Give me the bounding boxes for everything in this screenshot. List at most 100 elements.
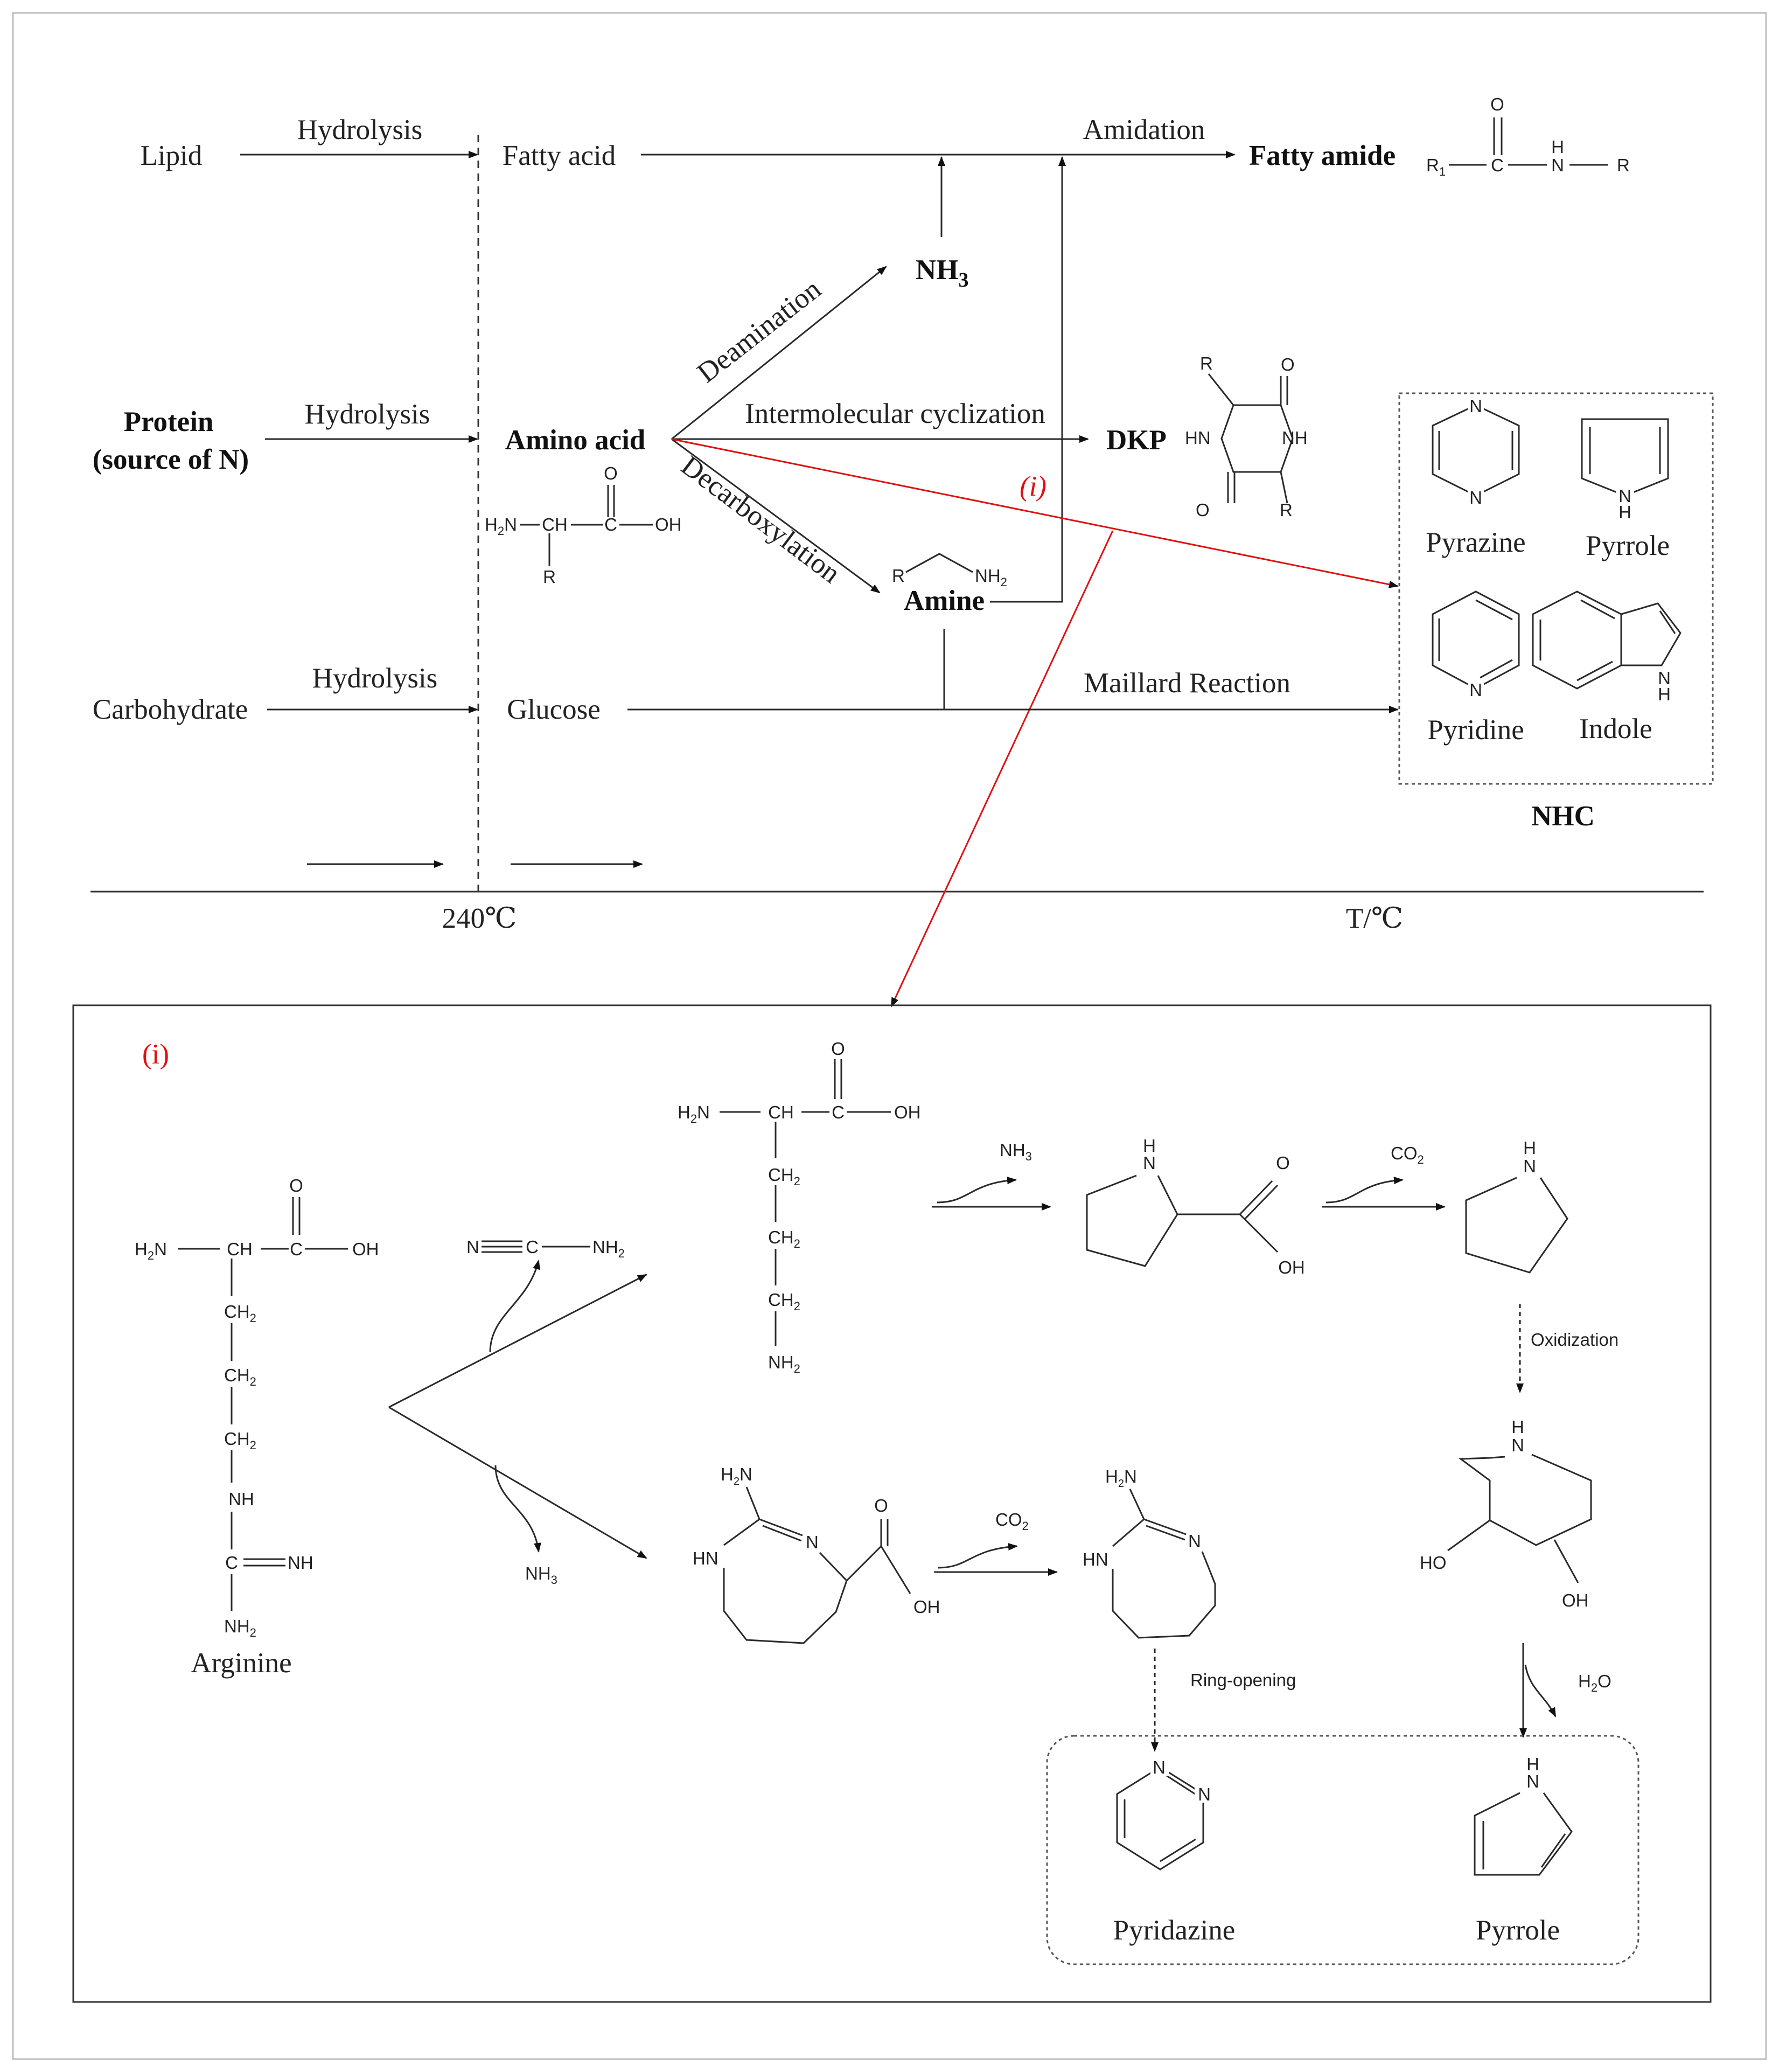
svg-text:H: H	[1526, 1754, 1539, 1774]
svg-text:R: R	[1617, 155, 1630, 175]
arginine-label: Arginine	[191, 1647, 291, 1679]
arrow-release-cyanamide	[489, 1260, 540, 1353]
svg-text:N: N	[1526, 1771, 1539, 1791]
arrow-amine-to-amidation	[990, 156, 1066, 603]
svg-text:CH: CH	[542, 514, 568, 534]
svg-text:N: N	[1469, 680, 1482, 700]
label-decarboxylation: Decarboxylation	[675, 450, 846, 589]
svg-text:CH2: CH2	[768, 1165, 800, 1188]
svg-text:H: H	[1658, 684, 1671, 704]
arrow-release-h2o	[1524, 1664, 1557, 1718]
label-hydrolysis-protein: Hydrolysis	[305, 399, 430, 430]
svg-text:N: N	[806, 1532, 819, 1552]
label-oxidization: Oxidization	[1531, 1330, 1618, 1350]
svg-text:CH2: CH2	[224, 1302, 256, 1325]
proline-structure: H N O OH	[1086, 1136, 1305, 1277]
svg-text:HN: HN	[693, 1548, 718, 1568]
pyrrolidine-structure: H N	[1465, 1138, 1568, 1274]
svg-text:N: N	[1469, 396, 1482, 416]
svg-text:OH: OH	[913, 1597, 940, 1617]
detail-box	[72, 1004, 1712, 2003]
indole-structure: N H Indole	[1532, 590, 1682, 745]
released-nh3-top: NH3	[1000, 1140, 1032, 1163]
svg-text:R: R	[543, 567, 556, 587]
svg-text:NH: NH	[1282, 428, 1308, 448]
pyrrole-structure: N H Pyrrole	[1581, 418, 1670, 561]
pyridine-structure: N Pyridine	[1427, 590, 1524, 746]
pyrrole-label-bottom: Pyrrole	[1476, 1915, 1560, 1946]
temp-mark-240: 240℃	[442, 903, 517, 934]
svg-text:O: O	[1196, 500, 1210, 520]
amine-structure: R NH2	[892, 553, 1007, 589]
pyridazine-structure: N N Pyridazine	[1113, 1757, 1235, 1946]
indole-label: Indole	[1579, 713, 1652, 745]
released-co2-bottom: CO2	[995, 1510, 1029, 1533]
label-maillard: Maillard Reaction	[1084, 668, 1290, 699]
svg-text:NH: NH	[228, 1489, 254, 1509]
svg-text:R: R	[1200, 353, 1213, 373]
cyclic-acid-structure: H2N HN N O OH	[693, 1464, 940, 1644]
svg-text:H: H	[1618, 502, 1631, 522]
svg-text:CH: CH	[768, 1102, 794, 1122]
arrow-arginine-to-ornithine	[388, 1274, 647, 1408]
arrow-arginine-to-cyclic	[388, 1406, 647, 1559]
svg-text:C: C	[832, 1102, 845, 1122]
released-nh3-bottom: NH3	[525, 1563, 557, 1587]
svg-text:R: R	[1280, 500, 1293, 520]
svg-text:OH: OH	[894, 1102, 921, 1122]
arrow-release-co2-bottom	[938, 1543, 1018, 1569]
arrow-route-i-detail	[890, 530, 1114, 1007]
pyridine-label: Pyridine	[1427, 714, 1524, 746]
pyrazine-label: Pyrazine	[1426, 527, 1525, 558]
amino-acid: Amino acid	[505, 425, 646, 456]
svg-text:H2N: H2N	[1105, 1466, 1137, 1490]
arrow-deamination	[671, 266, 887, 440]
svg-text:N: N	[1469, 488, 1482, 507]
released-h2o: H2O	[1578, 1671, 1611, 1694]
svg-text:NH2: NH2	[224, 1616, 256, 1639]
svg-text:NH: NH	[288, 1553, 313, 1573]
label-hydrolysis-carb: Hydrolysis	[312, 663, 438, 694]
source-protein-note: (source of N)	[93, 444, 249, 475]
source-protein: Protein	[124, 406, 214, 437]
svg-text:C: C	[225, 1553, 238, 1573]
svg-text:C: C	[290, 1239, 303, 1259]
source-carbohydrate: Carbohydrate	[93, 694, 248, 725]
svg-text:O: O	[874, 1496, 888, 1515]
arrow-release-nh3-top	[937, 1177, 1017, 1204]
svg-text:H: H	[1551, 137, 1564, 157]
dkp-structure: R O HN NH O R	[1185, 353, 1308, 520]
svg-text:N: N	[1511, 1435, 1524, 1455]
ornithine-structure: O H2N CH C OH CH2 CH2 CH2 NH2	[678, 1039, 921, 1375]
svg-text:N: N	[466, 1237, 479, 1257]
label-amidation: Amidation	[1083, 114, 1205, 145]
amino-acid-structure: O H2N CH C OH R	[485, 463, 682, 587]
pyrrole-product-structure: H N Pyrrole	[1474, 1754, 1573, 1946]
svg-text:O: O	[289, 1176, 303, 1195]
label-intermolecular: Intermolecular cyclization	[745, 398, 1045, 429]
svg-text:H: H	[1523, 1138, 1536, 1158]
cyclic-guanidine-structure: H2N HN N	[1083, 1466, 1216, 1639]
svg-text:OH: OH	[1278, 1257, 1305, 1277]
pyrazine-structure: N N Pyrazine	[1426, 396, 1526, 558]
dkp: DKP	[1106, 425, 1167, 456]
svg-text:HN: HN	[1185, 428, 1211, 448]
arrow-release-nh3	[494, 1465, 541, 1553]
svg-text:O: O	[604, 463, 618, 483]
svg-text:N: N	[1618, 486, 1631, 506]
svg-text:O: O	[1276, 1153, 1290, 1173]
svg-text:N: N	[1523, 1156, 1536, 1176]
svg-text:O: O	[1490, 94, 1504, 114]
svg-text:H2N: H2N	[135, 1239, 167, 1262]
svg-text:CH2: CH2	[224, 1365, 256, 1388]
label-route-i: (i)	[1020, 471, 1047, 502]
svg-text:H2N: H2N	[678, 1102, 710, 1125]
arrow-route-i-nhc	[671, 438, 1399, 588]
label-ring-opening: Ring-opening	[1190, 1670, 1296, 1690]
outer-frame	[12, 12, 1767, 2060]
svg-text:NH2: NH2	[975, 566, 1007, 589]
detail-panel: (i) O H2N CH C OH CH2 CH2 CH2 NH C NH NH	[72, 1004, 1712, 2003]
arrow-release-co2-top	[1325, 1177, 1404, 1204]
svg-text:CH: CH	[227, 1239, 253, 1259]
